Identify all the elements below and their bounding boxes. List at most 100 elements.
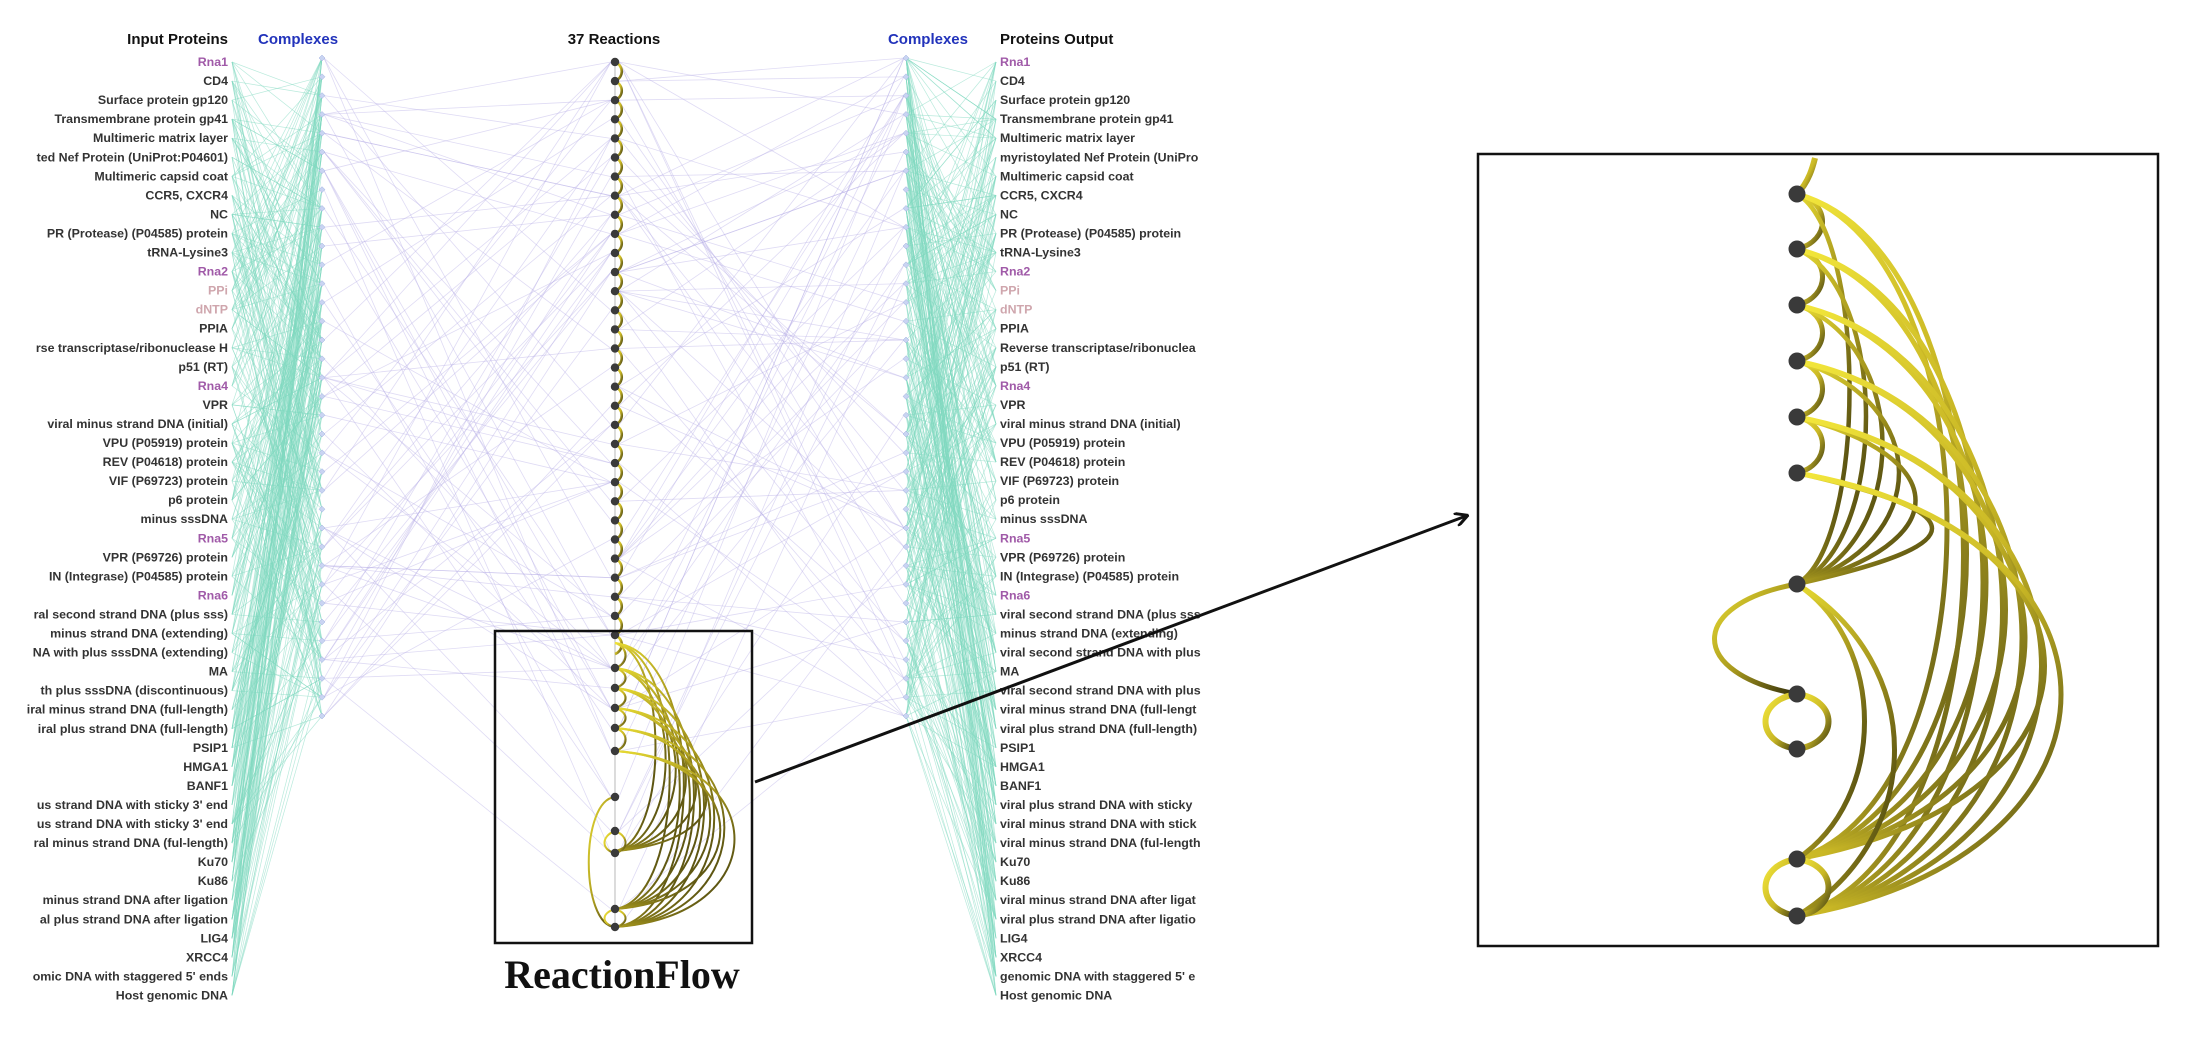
output-protein-label: Rna6 — [1000, 588, 1030, 602]
reaction-node — [610, 229, 620, 239]
complex-reaction-link — [323, 396, 612, 464]
reaction-complex-link — [618, 170, 905, 559]
complex-output-link — [905, 157, 997, 435]
complex-node — [902, 73, 910, 81]
proteins-output-header: Proteins Output — [1000, 31, 1113, 48]
output-protein-label: Ku86 — [1000, 874, 1030, 888]
complexes-left-column — [318, 54, 326, 720]
output-protein-label: VPU (P05919) protein — [1000, 436, 1125, 450]
input-complex-link — [231, 57, 323, 253]
reaction-node — [610, 420, 620, 430]
reaction-complex-link — [618, 176, 905, 698]
input-complex-link — [231, 252, 323, 717]
reaction-node — [610, 630, 620, 640]
complex-node — [318, 242, 326, 250]
reaction-complex-link — [618, 76, 905, 82]
input-protein-label: VPR — [203, 398, 229, 412]
input-protein-label: dNTP — [196, 303, 228, 317]
input-complex-link — [231, 640, 323, 996]
complex-node — [318, 129, 326, 137]
input-complex-link — [231, 57, 323, 329]
reaction-node — [610, 401, 620, 410]
input-protein-label: Rna6 — [198, 588, 228, 602]
complex-node — [902, 562, 910, 569]
zoom-reaction-node — [1788, 185, 1806, 203]
complex-reaction-link — [323, 61, 612, 491]
complex-reaction-link — [323, 433, 612, 709]
output-protein-label: viral minus strand DNA with stick — [1000, 817, 1197, 831]
complex-node — [902, 242, 910, 250]
reaction-node — [610, 573, 620, 582]
complex-reaction-link — [323, 320, 612, 483]
complex-reaction-link — [323, 151, 612, 235]
zoom-arc — [1796, 414, 1918, 587]
output-protein-label: tRNA-Lysine3 — [1000, 246, 1081, 260]
complex-node — [318, 505, 326, 513]
input-complex-link — [231, 519, 323, 660]
complex-node — [902, 374, 910, 381]
reaction-node — [610, 287, 620, 296]
input-complex-link — [231, 114, 323, 329]
complex-reaction-link — [323, 114, 612, 216]
reaction-node — [610, 458, 620, 468]
output-protein-label: REV (P04618) protein — [1000, 455, 1125, 469]
complex-node — [318, 167, 326, 175]
input-complex-link — [231, 76, 323, 501]
complex-output-link — [905, 57, 997, 805]
zoom-arc — [1796, 191, 1966, 919]
zoom-reaction-node — [1788, 464, 1806, 482]
input-complex-link — [231, 57, 323, 863]
output-protein-label: XRCC4 — [1000, 950, 1042, 964]
complex-node — [318, 111, 326, 118]
input-protein-label: th plus sssDNA (discontinuous) — [41, 684, 228, 698]
complex-reaction-link — [323, 481, 612, 604]
reaction-node — [610, 248, 620, 258]
zoom-arc — [1796, 470, 2064, 919]
zoom-arc — [1796, 414, 2044, 919]
input-complex-link — [231, 442, 323, 717]
reaction-complex-link — [618, 621, 905, 709]
reaction-complex-link — [618, 696, 905, 752]
output-protein-label: myristoylated Nef Protein (UniPro — [1000, 150, 1199, 164]
complex-reaction-link — [323, 214, 612, 247]
complex-reaction-link — [323, 602, 612, 636]
reaction-complex-link — [618, 462, 905, 717]
input-protein-label: VPR (P69726) protein — [103, 550, 228, 564]
complex-node — [902, 656, 910, 663]
complex-reaction-link — [323, 132, 612, 197]
input-complex-link — [231, 57, 323, 786]
complex-output-link — [905, 208, 997, 920]
reaction-complex-link — [618, 452, 905, 579]
complex-node — [318, 54, 326, 62]
output-protein-label: CD4 — [1000, 74, 1025, 88]
zoom-arc — [1796, 246, 1986, 919]
reaction-complex-link — [618, 61, 905, 679]
complex-node — [902, 167, 910, 175]
zoom-reaction-node — [1788, 296, 1806, 314]
complex-node — [902, 618, 910, 626]
complex-node — [318, 562, 326, 569]
input-protein-label: Ku86 — [198, 874, 228, 888]
reaction-complex-link — [618, 339, 905, 349]
reaction-complex-link — [618, 678, 905, 910]
complex-node — [318, 581, 326, 588]
complex-reaction-link — [323, 99, 612, 115]
output-protein-label: IN (Integrase) (P04585) protein — [1000, 569, 1179, 583]
reaction-node — [610, 683, 620, 693]
complex-output-link — [905, 57, 997, 577]
complex-node — [318, 693, 326, 701]
complex-node — [902, 505, 910, 513]
input-complex-links — [231, 57, 323, 996]
reaction-node — [610, 663, 620, 673]
reaction-complex-link — [618, 546, 905, 928]
reaction-node — [610, 922, 620, 932]
complex-reaction-link — [323, 659, 612, 689]
complex-reaction-link — [323, 176, 612, 679]
reaction-complex-link — [618, 414, 905, 854]
reaction-arc — [614, 687, 691, 910]
complex-node — [902, 637, 910, 645]
input-protein-label: Ku70 — [198, 855, 228, 869]
input-complex-link — [231, 584, 323, 996]
reaction-complex-link — [618, 99, 905, 585]
reaction-node — [610, 826, 620, 836]
